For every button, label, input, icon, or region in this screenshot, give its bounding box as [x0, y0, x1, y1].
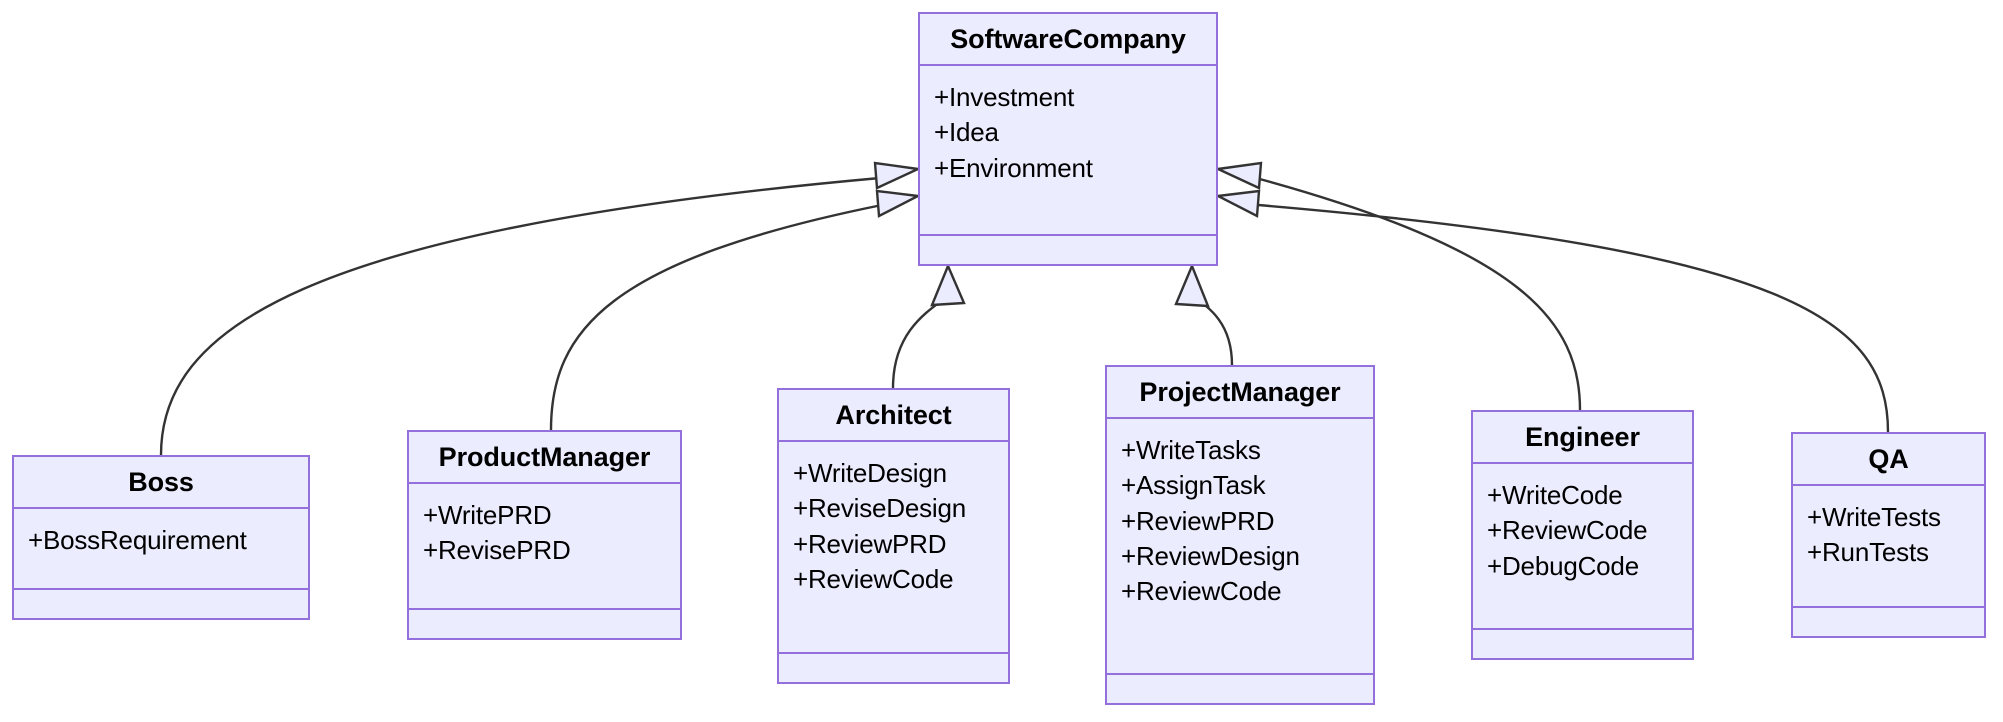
attribute-row: +DebugCode — [1487, 550, 1639, 581]
class-methods-software-company — [920, 236, 1216, 264]
attribute-row: +WriteCode — [1487, 480, 1623, 510]
class-methods-product-manager — [409, 610, 680, 638]
class-title-project-manager: ProjectManager — [1107, 367, 1373, 419]
class-attributes-product-manager: +WritePRD +RevisePRD — [409, 484, 680, 610]
attribute-row: +ReviewCode — [793, 564, 954, 595]
attribute-row: +WriteTests — [1807, 502, 1941, 532]
attribute-row: +ReviewCode — [1487, 515, 1648, 546]
class-title-boss: Boss — [14, 457, 308, 509]
edge-boss-to-softwarecompany — [159, 176, 882, 457]
inheritance-arrowhead-qa — [1213, 189, 1261, 218]
attribute-row: +RunTests — [1807, 537, 1929, 568]
attribute-row: +RevisePRD — [423, 535, 571, 566]
attribute-row: +Environment — [934, 152, 1093, 183]
class-node-software-company[interactable]: SoftwareCompany +Investment +Idea +Envir… — [918, 12, 1218, 266]
class-attributes-qa: +WriteTests +RunTests — [1793, 486, 1984, 608]
inheritance-arrowhead-architect — [930, 262, 966, 307]
edge-projectmanager-to-softwarecompany — [1190, 294, 1234, 367]
class-methods-architect — [779, 654, 1008, 682]
class-title-engineer: Engineer — [1473, 412, 1692, 464]
class-title-qa: QA — [1793, 434, 1984, 486]
inheritance-arrowhead-projectmanager — [1174, 262, 1210, 308]
inheritance-arrowhead-boss — [873, 161, 923, 190]
class-methods-engineer — [1473, 630, 1692, 658]
class-attributes-project-manager: +WriteTasks +AssignTask +ReviewPRD +Revi… — [1107, 419, 1373, 675]
class-title-software-company: SoftwareCompany — [920, 14, 1216, 66]
class-attributes-engineer: +WriteCode +ReviewCode +DebugCode — [1473, 464, 1692, 630]
class-attributes-boss: +BossRequirement — [14, 509, 308, 590]
attribute-row: +WriteTasks — [1121, 435, 1261, 465]
edge-architect-to-softwarecompany — [891, 294, 950, 390]
class-node-product-manager[interactable]: ProductManager +WritePRD +RevisePRD — [407, 430, 682, 640]
class-node-engineer[interactable]: Engineer +WriteCode +ReviewCode +DebugCo… — [1471, 410, 1694, 660]
attribute-row: +Idea — [934, 117, 999, 148]
class-node-qa[interactable]: QA +WriteTests +RunTests — [1791, 432, 1986, 638]
class-title-product-manager: ProductManager — [409, 432, 680, 484]
attribute-row: +ReviewPRD — [1121, 505, 1275, 536]
class-methods-qa — [1793, 608, 1984, 636]
attribute-row: +ReviewCode — [1121, 576, 1282, 607]
attribute-row: +BossRequirement — [28, 525, 247, 555]
attribute-row: +ReviewDesign — [1121, 541, 1300, 572]
class-node-architect[interactable]: Architect +WriteDesign +ReviseDesign +Re… — [777, 388, 1010, 684]
class-attributes-software-company: +Investment +Idea +Environment — [920, 66, 1216, 236]
class-attributes-architect: +WriteDesign +ReviseDesign +ReviewPRD +R… — [779, 442, 1008, 654]
attribute-row: +Investment — [934, 82, 1075, 112]
class-title-architect: Architect — [779, 390, 1008, 442]
class-methods-boss — [14, 590, 308, 618]
class-node-boss[interactable]: Boss +BossRequirement — [12, 455, 310, 620]
attribute-row: +AssignTask — [1121, 470, 1266, 501]
attribute-row: +WriteDesign — [793, 458, 947, 488]
class-node-project-manager[interactable]: ProjectManager +WriteTasks +AssignTask +… — [1105, 365, 1375, 705]
attribute-row: +WritePRD — [423, 500, 552, 530]
class-methods-project-manager — [1107, 675, 1373, 703]
inheritance-arrowhead-productmanager — [875, 189, 923, 218]
attribute-row: +ReviseDesign — [793, 493, 966, 524]
attribute-row: +ReviewPRD — [793, 528, 947, 559]
inheritance-arrowhead-engineer — [1213, 161, 1263, 190]
